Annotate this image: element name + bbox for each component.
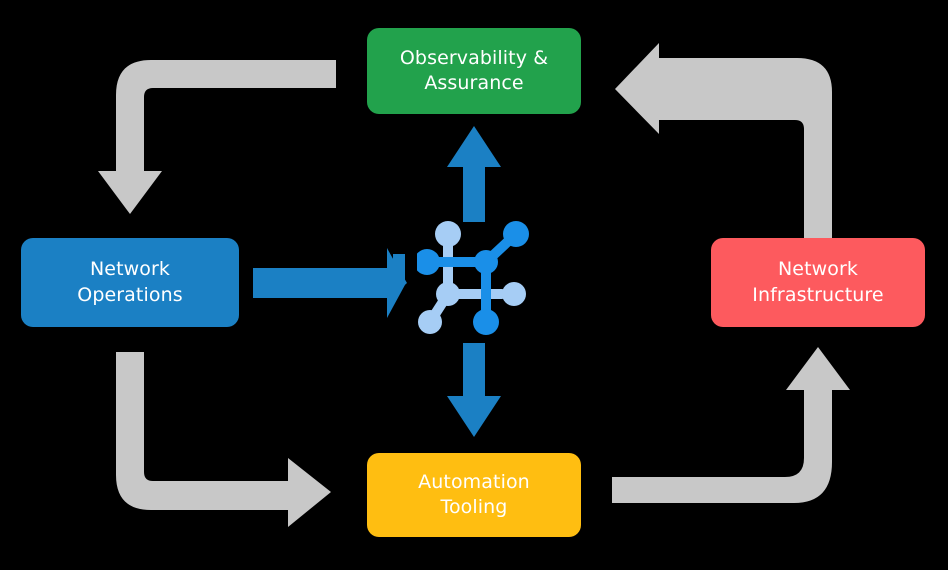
node-box-automation-tooling[interactable]: Automation Tooling — [367, 453, 581, 537]
arrow-infrastructure-to-observability — [615, 43, 832, 238]
arrow-observability-to-operations — [98, 60, 336, 214]
node-box-observability[interactable]: Observability & Assurance — [367, 28, 581, 114]
network-topology-icon — [417, 221, 529, 335]
arrow-center-to-observability — [447, 126, 501, 222]
arrow-operations-to-center-head — [387, 248, 406, 318]
arrow-automation-to-infrastructure — [612, 347, 850, 503]
node-label-observability: Observability & Assurance — [399, 46, 549, 94]
node-box-network-infrastructure[interactable]: Network Infrastructure — [711, 238, 925, 327]
arrow-operations-to-center — [253, 252, 407, 299]
arrow-center-to-automation — [447, 343, 501, 437]
node-label-network-operations: Network Operations — [77, 258, 183, 306]
node-label-automation-tooling: Automation Tooling — [418, 470, 530, 518]
node-box-network-operations[interactable]: Network Operations — [21, 238, 239, 327]
arrow-operations-to-automation — [116, 352, 331, 527]
node-label-network-infrastructure: Network Infrastructure — [752, 258, 884, 306]
